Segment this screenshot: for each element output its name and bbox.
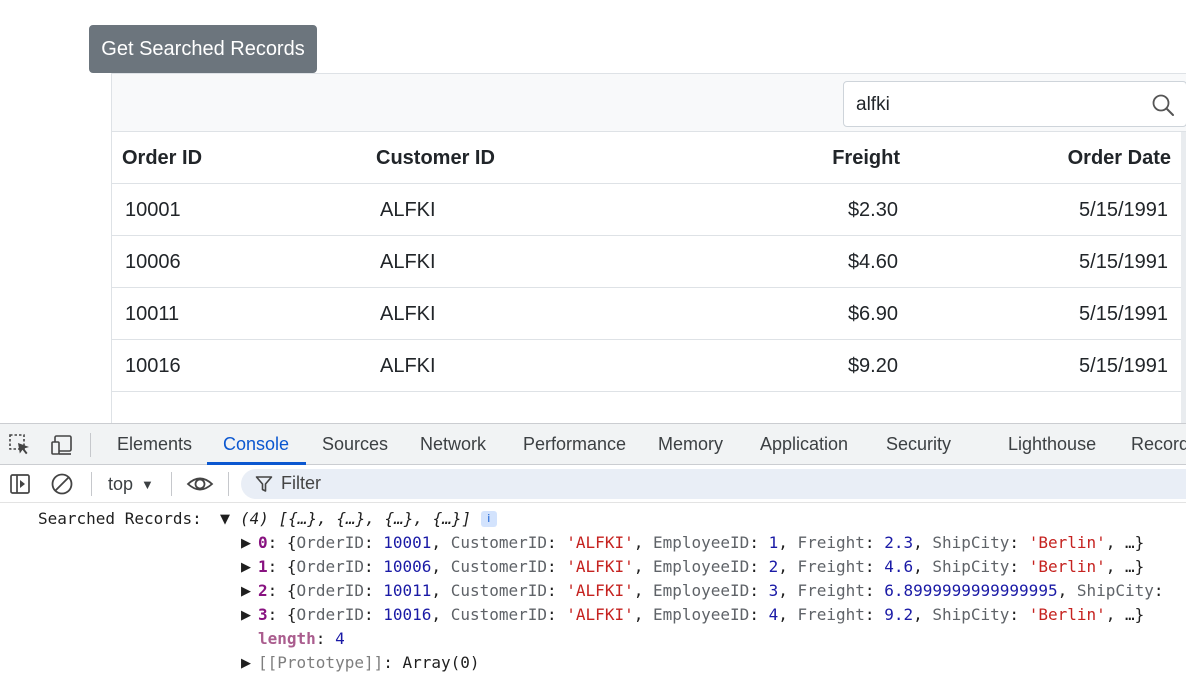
table-row[interactable]: 10011 ALFKI $6.90 5/15/1991 [112, 288, 1182, 340]
tab-application[interactable]: Application [760, 434, 849, 454]
cell-freight: $4.60 [847, 250, 898, 273]
context-selector[interactable]: top ▼ [108, 472, 154, 496]
console-log-label: Searched Records: [38, 509, 202, 528]
device-toolbar-icon[interactable] [50, 433, 74, 457]
tab-security[interactable]: Security [886, 434, 952, 454]
table-row[interactable]: 10016 ALFKI $9.20 5/15/1991 [112, 340, 1182, 392]
column-header-freight[interactable]: Freight [832, 146, 900, 169]
grid-toolbar [112, 74, 1186, 132]
column-header-order-date[interactable]: Order Date [1067, 146, 1171, 169]
devtools-tab-bar: Elements Console Sources Network Perform… [0, 423, 1186, 465]
console-array-entry[interactable]: 3: {OrderID: 10016, CustomerID: 'ALFKI',… [258, 605, 1145, 624]
toolbar-divider [91, 472, 92, 496]
table-row[interactable]: 10006 ALFKI $4.60 5/15/1991 [112, 236, 1182, 288]
search-box[interactable] [843, 81, 1186, 127]
toolbar-divider [90, 433, 91, 457]
search-icon[interactable] [1150, 92, 1176, 118]
data-grid: Order ID Customer ID Freight Order Date … [111, 73, 1186, 424]
filter-icon [255, 476, 273, 492]
console-prototype-property[interactable]: [[Prototype]]: Array(0) [258, 653, 480, 672]
console-output: Searched Records: ▼ (4) [{…}, {…}, {…}, … [0, 503, 1186, 685]
column-header-customer-id[interactable]: Customer ID [376, 146, 495, 169]
filter-input[interactable]: Filter [241, 469, 1186, 499]
expand-triangle-icon[interactable]: ▶ [241, 656, 251, 671]
cell-order-date: 5/15/1991 [1079, 302, 1168, 325]
cell-order-id: 10011 [125, 302, 180, 325]
active-tab-indicator [207, 462, 306, 465]
console-length-property: length: 4 [258, 629, 345, 648]
tab-lighthouse[interactable]: Lighthouse [1008, 434, 1097, 454]
cell-order-id: 10006 [125, 250, 181, 273]
console-toolbar: top ▼ Filter [0, 465, 1186, 503]
cell-order-date: 5/15/1991 [1079, 198, 1168, 221]
table-row[interactable]: 10001 ALFKI $2.30 5/15/1991 [112, 184, 1182, 236]
tab-sources[interactable]: Sources [322, 434, 389, 454]
toolbar-divider [228, 472, 229, 496]
context-label: top [108, 473, 134, 494]
console-array-entry[interactable]: 1: {OrderID: 10006, CustomerID: 'ALFKI',… [258, 557, 1145, 576]
search-input[interactable] [856, 91, 1136, 119]
cell-freight: $6.90 [847, 302, 898, 325]
grid-scrollbar[interactable] [1181, 132, 1186, 424]
cell-customer-id: ALFKI [380, 198, 436, 221]
cell-order-date: 5/15/1991 [1079, 354, 1168, 377]
grid-header-row: Order ID Customer ID Freight Order Date [112, 132, 1182, 184]
cell-customer-id: ALFKI [380, 354, 436, 377]
cell-freight: $9.20 [847, 354, 898, 377]
filter-placeholder: Filter [281, 473, 321, 493]
expand-triangle-icon[interactable]: ▶ [241, 608, 251, 623]
tab-memory[interactable]: Memory [658, 434, 724, 454]
console-array-entry[interactable]: 0: {OrderID: 10001, CustomerID: 'ALFKI',… [258, 533, 1145, 552]
tab-network[interactable]: Network [420, 434, 487, 454]
clear-console-icon[interactable] [50, 472, 74, 496]
info-icon[interactable]: i [480, 511, 497, 527]
console-array-summary[interactable]: (4) [{…}, {…}, {…}, {…}] i [240, 507, 497, 531]
sidebar-toggle-icon[interactable] [8, 472, 32, 496]
cell-order-id: 10016 [125, 354, 181, 377]
expand-triangle-icon[interactable]: ▶ [241, 536, 251, 551]
inspect-element-icon[interactable] [8, 433, 32, 457]
tab-elements[interactable]: Elements [117, 434, 193, 454]
tab-console[interactable]: Console [223, 434, 290, 454]
cell-order-id: 10001 [125, 198, 181, 221]
expand-triangle-icon[interactable]: ▼ [220, 512, 230, 527]
eye-icon[interactable] [186, 472, 214, 496]
cell-order-date: 5/15/1991 [1079, 250, 1168, 273]
console-array-entry[interactable]: 2: {OrderID: 10011, CustomerID: 'ALFKI',… [258, 581, 1164, 600]
cell-freight: $2.30 [847, 198, 898, 221]
toolbar-divider [171, 472, 172, 496]
column-header-order-id[interactable]: Order ID [122, 146, 203, 169]
get-searched-records-button[interactable]: Get Searched Records [89, 25, 317, 73]
tab-recorder[interactable]: Record [1131, 434, 1186, 454]
cell-customer-id: ALFKI [380, 250, 436, 273]
devtools-panel: Elements Console Sources Network Perform… [0, 423, 1186, 685]
expand-triangle-icon[interactable]: ▶ [241, 584, 251, 599]
expand-triangle-icon[interactable]: ▶ [241, 560, 251, 575]
chevron-down-icon: ▼ [141, 476, 154, 492]
tab-performance[interactable]: Performance [523, 434, 627, 454]
cell-customer-id: ALFKI [380, 302, 436, 325]
